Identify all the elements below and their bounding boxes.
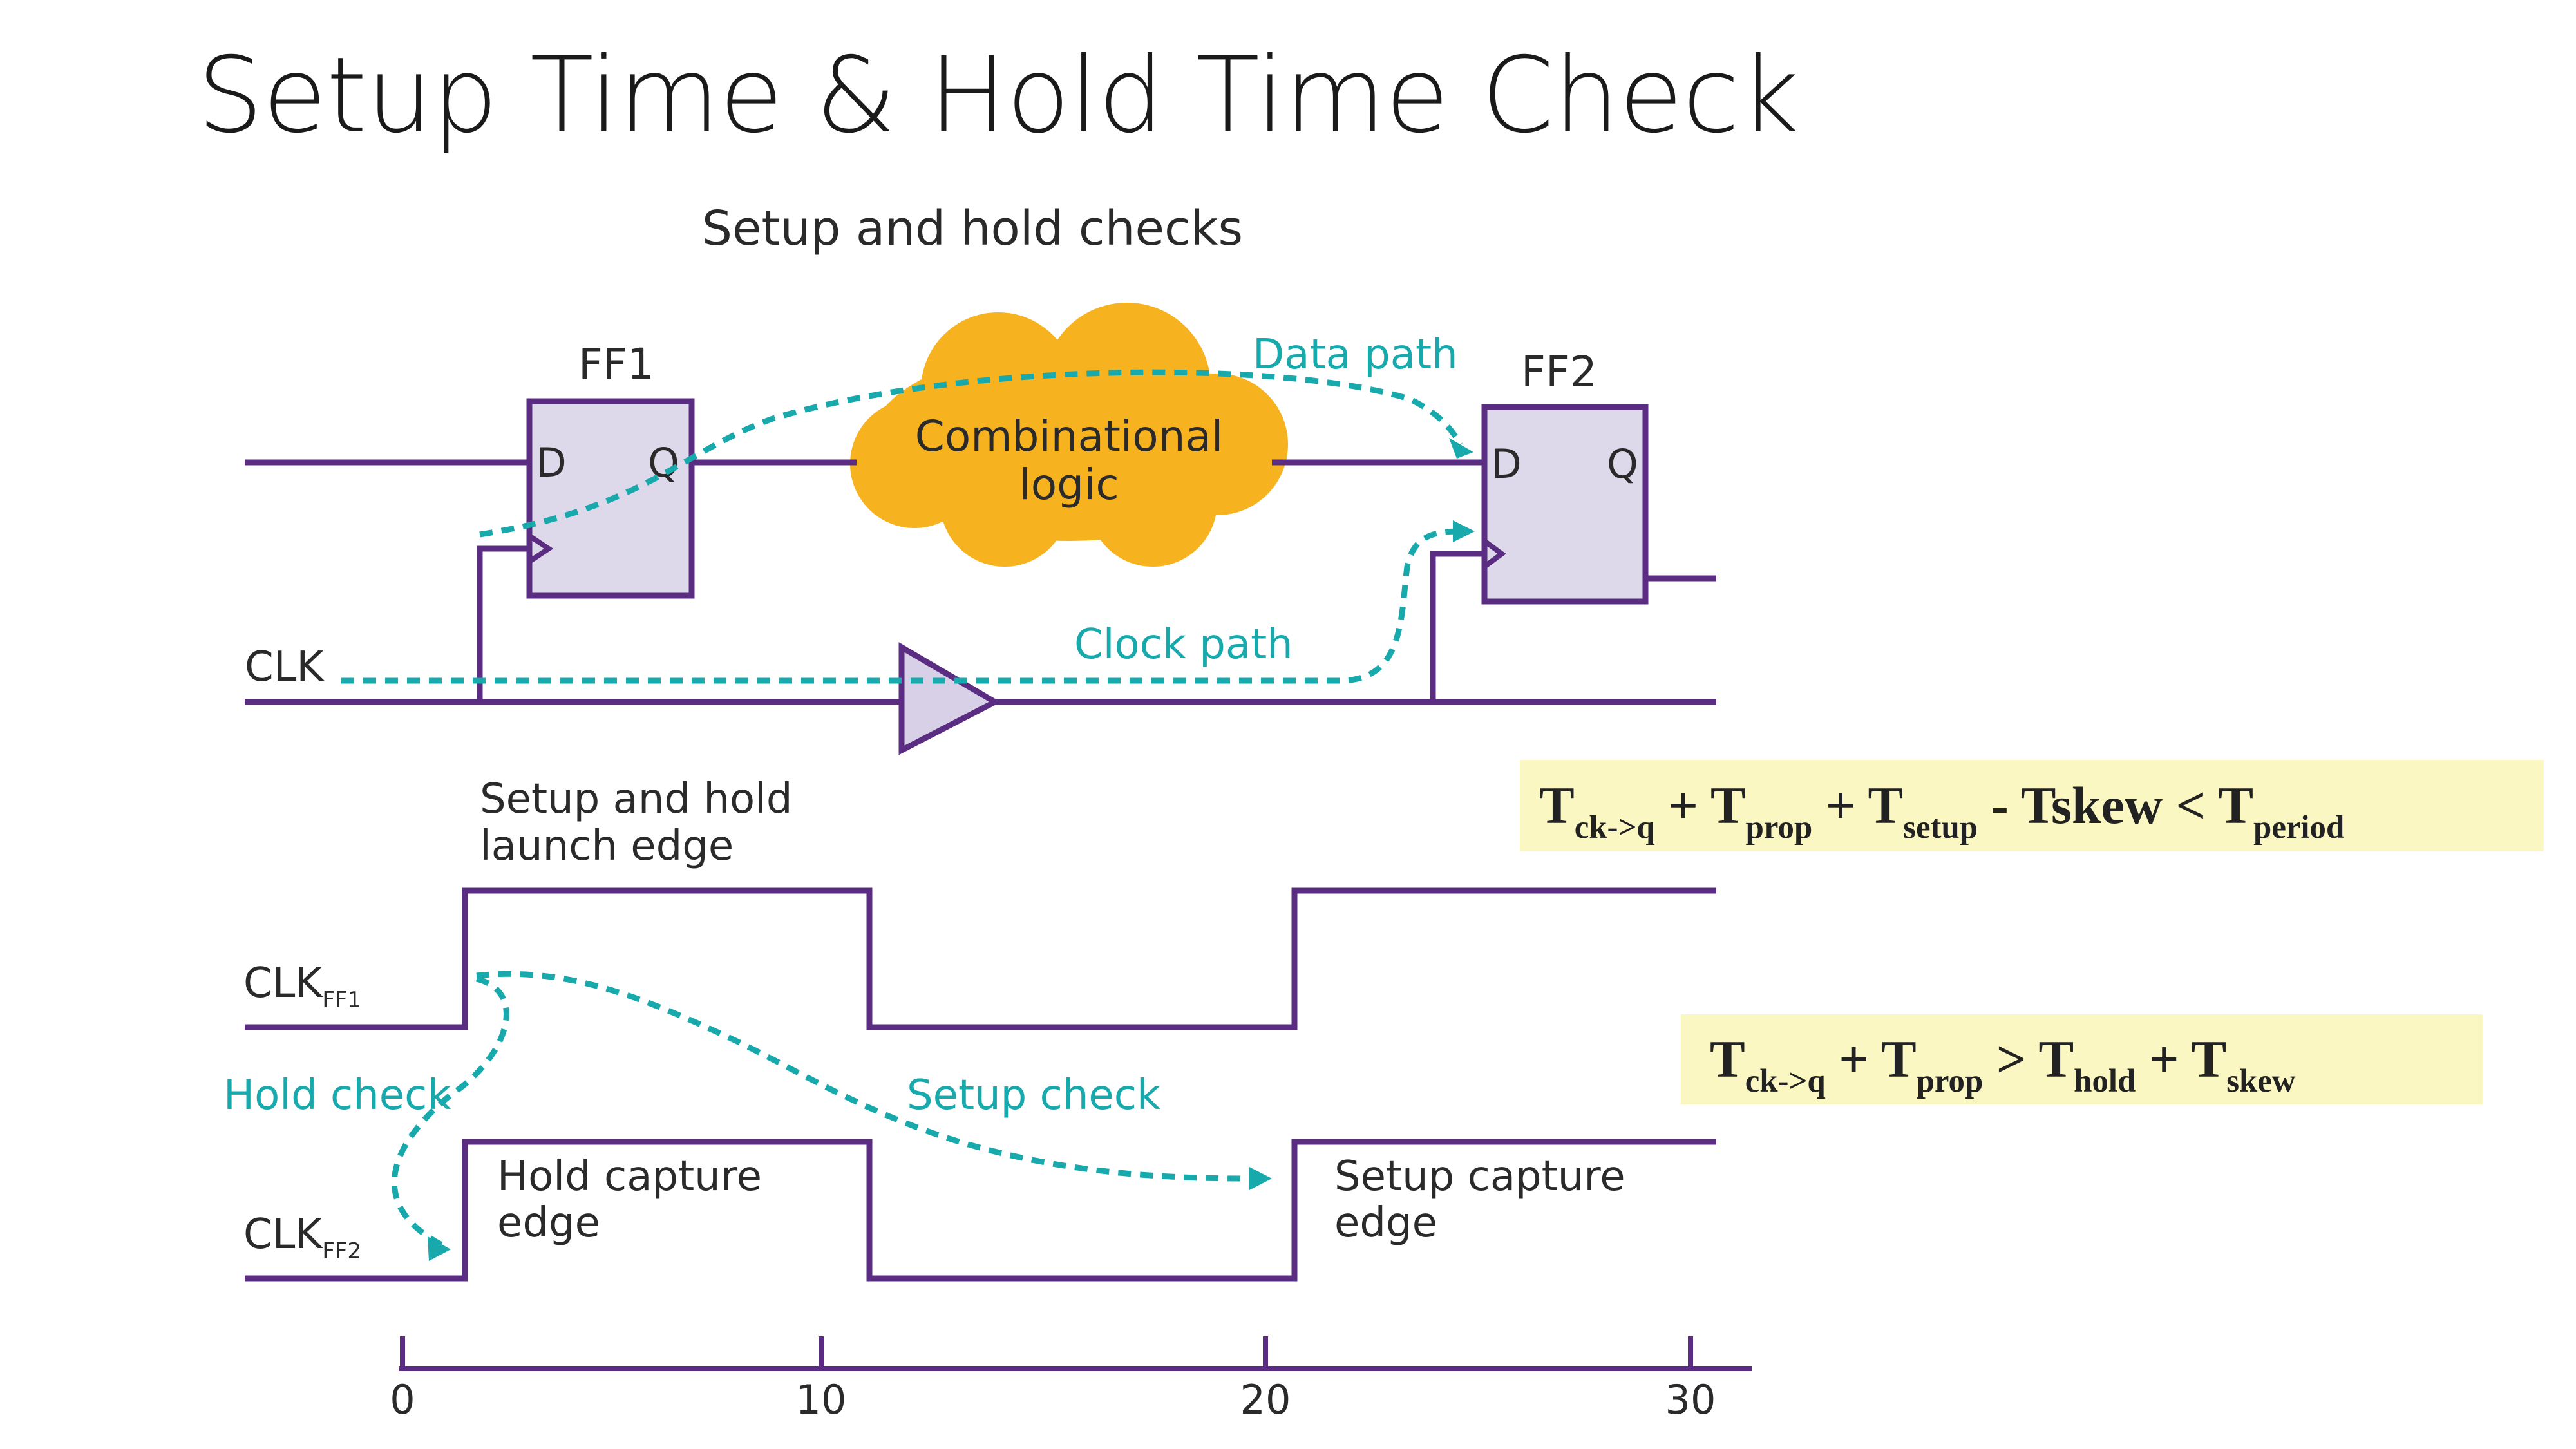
hold-capture-line2: edge xyxy=(497,1199,600,1247)
combinational-logic-cloud: Combinational logic xyxy=(850,303,1288,567)
clk-ff1-label: CLKFF1 xyxy=(243,960,361,1013)
setup-check-arrow-icon xyxy=(1249,1167,1272,1190)
ff2-d-pin: D xyxy=(1491,440,1522,488)
axis-tick-label: 10 xyxy=(796,1376,847,1423)
timing-waveforms xyxy=(245,887,1716,1282)
diagram-title: Setup and hold checks xyxy=(702,201,1243,256)
axis-tick-label: 20 xyxy=(1240,1376,1291,1423)
ff2-label: FF2 xyxy=(1521,347,1597,397)
launch-edge-line2: launch edge xyxy=(480,822,734,870)
hold-check-line xyxy=(391,976,509,1249)
hold-capture-line1: Hold capture xyxy=(497,1153,762,1200)
flip-flop-ff2: FF2 D Q xyxy=(1481,347,1649,605)
setup-time-equation: Tck->q + Tprop + Tsetup - Tskew < Tperio… xyxy=(1520,760,2544,851)
clk-ff2-waveform xyxy=(245,1139,1716,1282)
clock-path-label: Clock path xyxy=(1074,621,1293,668)
flip-flop-ff1: FF1 D Q xyxy=(526,339,695,599)
ff1-label: FF1 xyxy=(578,339,654,389)
data-path-line xyxy=(479,369,1463,538)
hold-time-equation: Tck->q + Tprop > Thold + Tskew xyxy=(1681,1014,2483,1104)
setup-check-line xyxy=(476,971,1244,1182)
comb-logic-line2: logic xyxy=(1019,460,1119,509)
time-axis xyxy=(399,1336,1752,1371)
clock-path-arrow-icon xyxy=(1453,520,1475,542)
hold-check-label: Hold check xyxy=(223,1072,451,1119)
arrowheads xyxy=(428,438,1475,1261)
comb-logic-line1: Combinational xyxy=(915,412,1223,461)
hold-check-arrow-icon xyxy=(428,1236,451,1261)
circuit-wires xyxy=(245,459,1716,705)
ff1-d-pin: D xyxy=(536,439,567,486)
clk-ff1-waveform xyxy=(245,887,1716,1030)
slide-title: Setup Time & Hold Time Check xyxy=(197,35,1799,156)
data-path-label: Data path xyxy=(1253,331,1458,379)
launch-edge-line1: Setup and hold xyxy=(480,775,793,823)
setup-capture-line1: Setup capture xyxy=(1334,1153,1625,1200)
setup-capture-line2: edge xyxy=(1334,1199,1437,1247)
ff2-q-pin: Q xyxy=(1607,440,1638,488)
clock-buffer-icon xyxy=(898,642,1001,755)
axis-tick-label: 0 xyxy=(390,1376,415,1423)
clk-label: CLK xyxy=(245,643,325,691)
clk-ff2-label: CLKFF2 xyxy=(243,1211,361,1264)
data-path-arrow-icon xyxy=(1449,438,1473,459)
dashed-paths xyxy=(341,369,1463,1249)
axis-tick-label: 30 xyxy=(1665,1376,1716,1423)
setup-check-label: Setup check xyxy=(907,1072,1160,1119)
clock-path-line xyxy=(341,528,1461,684)
